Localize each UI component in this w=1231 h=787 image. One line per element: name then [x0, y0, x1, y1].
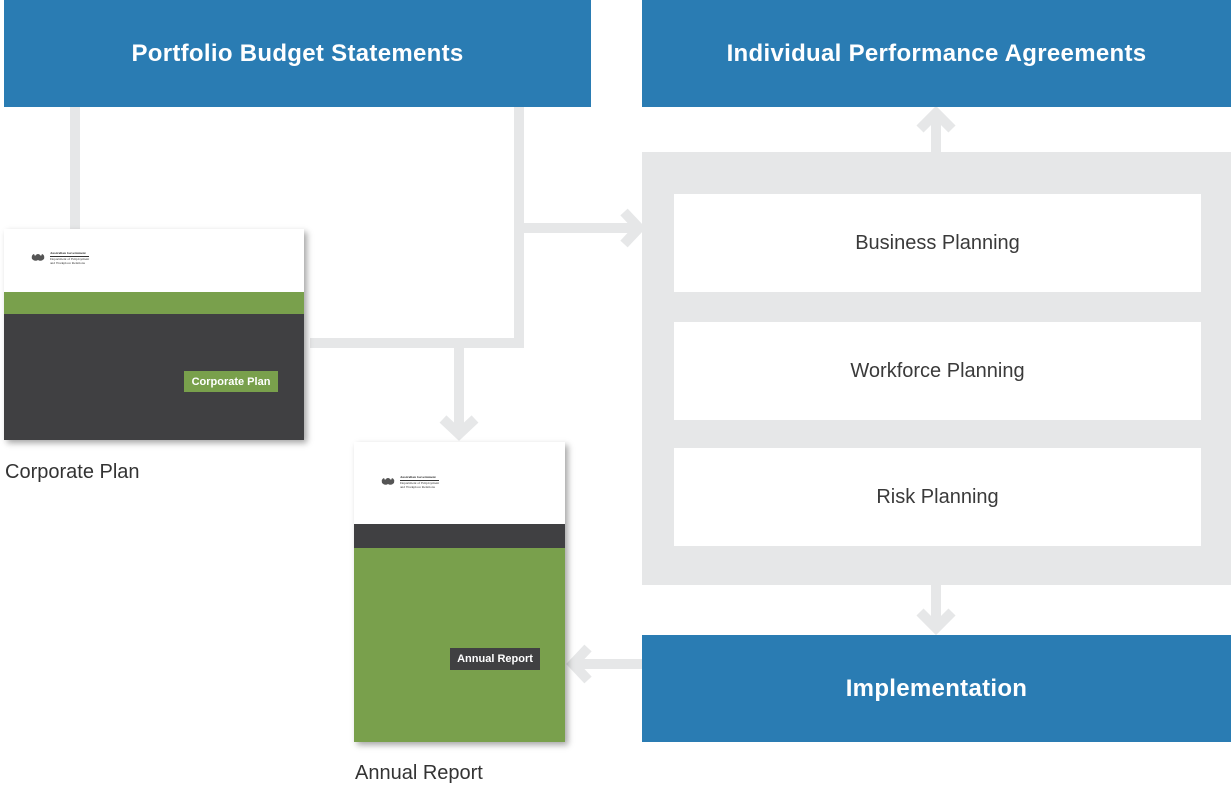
workforce-planning-label: Workforce Planning [850, 359, 1025, 382]
logo-line-3: and Workplace Relations [50, 261, 86, 265]
portfolio-budget-statements-box: Portfolio Budget Statements [4, 0, 591, 107]
corporate-plan-cover-header: Australian Government Department of Empl… [4, 229, 304, 292]
workforce-planning-box: Workforce Planning [674, 322, 1201, 420]
risk-planning-box: Risk Planning [674, 448, 1201, 546]
implementation-label: Implementation [845, 674, 1028, 702]
business-planning-box: Business Planning [674, 194, 1201, 292]
annual-report-dark-band [354, 524, 565, 548]
portfolio-budget-statements-label: Portfolio Budget Statements [131, 39, 464, 67]
corporate-plan-caption: Corporate Plan [5, 461, 140, 483]
logo-line-1: Australian Government [50, 251, 90, 257]
annual-report-cover-label: Annual Report [450, 648, 540, 670]
crest-icon [381, 478, 395, 485]
business-planning-label: Business Planning [855, 231, 1020, 254]
government-logo: Australian Government Department of Empl… [380, 475, 440, 489]
connector-to-annual-vertical [454, 348, 464, 430]
corporate-plan-cover: Australian Government Department of Empl… [4, 229, 304, 440]
individual-performance-agreements-box: Individual Performance Agreements [642, 0, 1231, 107]
annual-report-green-band [354, 548, 565, 742]
individual-performance-agreements-label: Individual Performance Agreements [726, 39, 1147, 67]
government-logo: Australian Government Department of Empl… [30, 251, 90, 265]
implementation-box: Implementation [642, 635, 1231, 742]
risk-planning-label: Risk Planning [876, 485, 999, 508]
connector-corporate-horizontal [310, 338, 524, 348]
crest-icon [31, 254, 45, 261]
logo-line-3: and Workplace Relations [400, 485, 436, 489]
corporate-plan-cover-label: Corporate Plan [184, 371, 278, 392]
connector-to-planning-horizontal [524, 223, 634, 233]
planning-panel: Business Planning Workforce Planning Ris… [642, 152, 1231, 585]
corporate-plan-green-band [4, 292, 304, 314]
connector-implementation-to-annual [576, 659, 642, 669]
logo-line-1: Australian Government [400, 475, 440, 481]
connector-pbs-left-vertical [70, 107, 80, 230]
connector-to-ipa-vertical [931, 113, 941, 152]
annual-report-caption: Annual Report [355, 762, 483, 784]
logo-line-2: Department of Employment [400, 481, 440, 485]
annual-report-cover-header: Australian Government Department of Empl… [354, 442, 565, 524]
logo-line-2: Department of Employment [50, 257, 90, 261]
connector-pbs-right-vertical [514, 107, 524, 348]
connector-to-implementation-vertical [931, 585, 941, 627]
annual-report-cover: Australian Government Department of Empl… [354, 442, 565, 742]
